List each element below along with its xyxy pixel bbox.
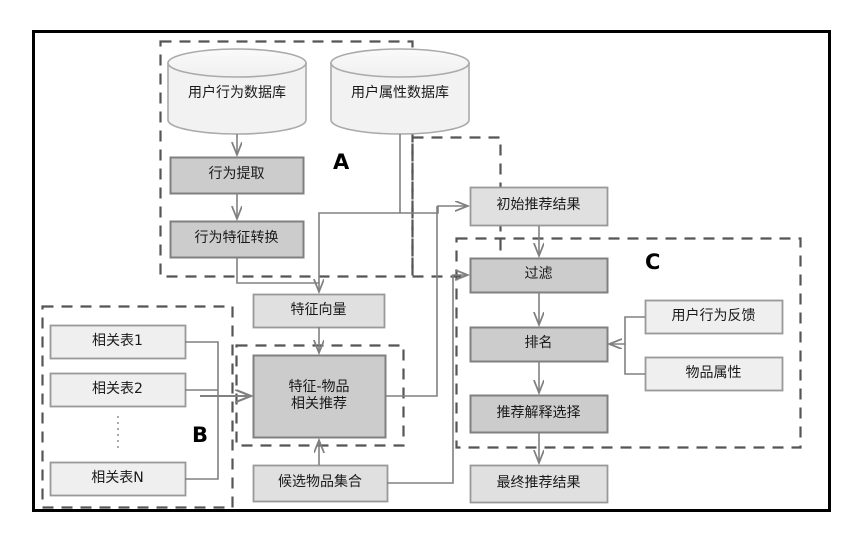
user-behavior-db-shape	[167, 48, 307, 135]
relation-table-n-shape	[49, 461, 187, 497]
group-a-dashed-box	[159, 40, 414, 278]
filter-shape	[469, 257, 609, 294]
final-recommend-result-shape	[469, 464, 609, 504]
edge-attribute-to-initial-result	[400, 206, 467, 214]
ranking-shape	[469, 326, 609, 363]
initial-recommend-result-shape	[469, 186, 609, 227]
user-behavior-feedback-shape	[644, 299, 784, 335]
edge-relation-1-to-core	[185, 341, 219, 396]
user-attribute-db-shape	[330, 48, 470, 135]
recommend-explanation-select-shape	[469, 394, 609, 434]
relation-table-2-shape	[49, 372, 187, 408]
edge-candidate-to-filter	[387, 275, 467, 484]
edge-transform-to-feature-vector	[236, 257, 319, 291]
outer-frame	[32, 30, 831, 512]
feature-item-recommend-shape	[252, 354, 387, 439]
edge-item-attribute-to-ranking	[624, 344, 645, 375]
candidate-item-set-shape	[252, 464, 389, 503]
edge-attribute-to-feature-vector	[318, 212, 400, 283]
group-b-letter: B	[192, 423, 209, 447]
group-b-dashed-box	[41, 305, 234, 509]
edge-feedback-to-ranking	[610, 316, 645, 344]
item-attribute-shape	[644, 356, 784, 392]
relation-table-1-shape	[49, 324, 187, 360]
edge-core-to-initial-result	[385, 206, 438, 397]
feature-vector-shape	[252, 293, 386, 329]
group-c-letter: C	[645, 250, 661, 274]
group-c-dashed-box	[455, 237, 802, 449]
behavior-extraction-shape	[169, 156, 305, 195]
group-a-letter: A	[333, 150, 350, 174]
behavior-feature-transform-shape	[169, 220, 305, 259]
edge-relation-n-to-core	[185, 396, 219, 480]
